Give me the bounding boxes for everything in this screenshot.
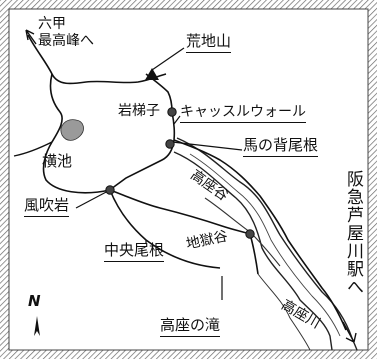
castle-wall-marker	[165, 139, 175, 149]
label-rokko-peak-line1: 六甲	[38, 16, 66, 32]
label-hankyu-station: 阪急芦屋川駅へ	[343, 170, 363, 296]
yokoike-pond	[60, 119, 84, 141]
label-castle-wall: キャッスルウォール	[180, 105, 306, 123]
label-arajiyama: 荒地山	[186, 34, 232, 53]
label-chuo-one: 中央尾根	[104, 243, 165, 262]
jigoku-dani-marker	[245, 229, 255, 239]
fuki-iwa-marker	[105, 185, 115, 195]
valley-inner-line	[189, 153, 341, 337]
iwa-hashigo-marker	[167, 107, 177, 117]
label-kouza-taki: 高座の滝	[160, 318, 221, 337]
label-north: N	[28, 292, 41, 310]
trail-jigoku	[249, 233, 259, 275]
north-arrow-icon	[34, 316, 40, 336]
trail-chuo	[109, 189, 251, 235]
kouza-river	[257, 273, 311, 351]
label-rokko-peak-line2: 最高峰へ	[38, 33, 94, 49]
rokko-arrow	[25, 29, 37, 45]
label-yokoike: 横池	[42, 152, 73, 170]
label-rokko-peak: 六甲 最高峰へ	[38, 16, 94, 50]
arajiyama-summit-icon	[145, 68, 159, 80]
fuki-iwa-leader	[75, 189, 111, 209]
map-frame-line	[8, 8, 369, 351]
label-uma-no-se-one: 馬の背尾根	[243, 138, 319, 157]
label-fuki-iwa: 風吹岩	[24, 198, 70, 217]
trail-kouza	[173, 139, 347, 331]
uma-no-se-leader	[171, 141, 243, 151]
trail-west-branch	[13, 141, 53, 157]
castle-wall-leader	[173, 115, 181, 125]
valley-bank-south	[173, 151, 333, 351]
arajiyama-leader	[151, 47, 185, 71]
trail-main	[109, 111, 176, 191]
station-arrow	[342, 321, 357, 343]
label-iwa-hashigo: 岩梯子	[118, 103, 160, 119]
